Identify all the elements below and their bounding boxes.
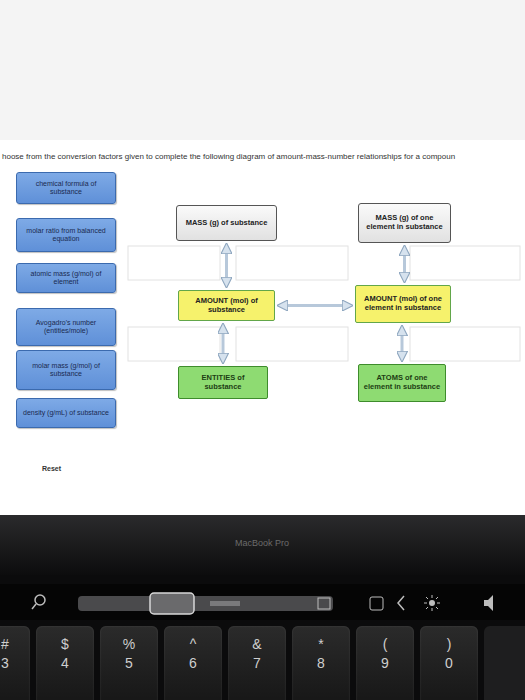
key-legend: ) — [447, 636, 452, 652]
box-text: ENTITIES of substance — [183, 374, 263, 391]
instruction-heading: hoose from the conversion factors given … — [2, 152, 455, 161]
double-arrow — [401, 327, 404, 360]
drop-zone — [236, 327, 348, 361]
drop-zones — [128, 246, 520, 361]
keyboard-key: %5 — [100, 626, 158, 700]
key-legend: 3 — [1, 655, 9, 671]
key-legend: 5 — [125, 655, 133, 671]
box-text: density (g/mL) of substance — [23, 409, 109, 417]
conversion-factor-tile: atomic mass (g/mol) of element — [16, 263, 116, 293]
key-legend: $ — [61, 636, 69, 652]
conversion-factor-tile: Avogadro's number (entities/mole) — [16, 308, 116, 346]
touch-bar-icons — [32, 593, 493, 614]
mass-box: MASS (g) of one element in substance — [358, 203, 451, 243]
mass-box: MASS (g) of substance — [176, 205, 277, 241]
drop-zone — [410, 327, 520, 361]
key-legend: 9 — [381, 655, 389, 671]
screen — [0, 0, 525, 515]
keyboard-key: *8 — [292, 626, 350, 700]
drop-zone — [128, 246, 220, 280]
box-text: Avogadro's number (entities/mole) — [21, 319, 111, 335]
slider-mark — [210, 601, 240, 606]
keyboard-key: #3 — [0, 626, 30, 700]
box-text: chemical formula of substance — [21, 180, 111, 196]
keyboard-key: $4 — [36, 626, 94, 700]
double-arrow — [279, 304, 351, 307]
box-text: ATOMS of one element in substance — [363, 374, 441, 391]
brightness-icon — [424, 595, 440, 611]
laptop-bezel — [0, 515, 525, 575]
chevron-icon — [398, 596, 404, 610]
search-icon — [32, 604, 36, 609]
key-legend: ( — [383, 636, 388, 652]
keyboard-key: (9 — [356, 626, 414, 700]
touch-bar — [0, 584, 525, 620]
box-text: AMOUNT (mol) of substance — [183, 297, 270, 314]
box-text: molar mass (g/mol) of substance — [21, 362, 111, 378]
double-arrow — [225, 245, 228, 286]
drop-zone — [128, 327, 220, 361]
key-legend: 7 — [253, 655, 261, 671]
touch-icon — [318, 598, 330, 609]
keyboard-key: ^6 — [164, 626, 222, 700]
conversion-factor-tile: molar mass (g/mol) of substance — [16, 350, 116, 390]
amount-box: AMOUNT (mol) of substance — [178, 290, 275, 321]
keyboard-key: &7 — [228, 626, 286, 700]
touch-slider — [78, 596, 333, 611]
double-arrow — [403, 247, 406, 281]
key-legend: # — [1, 636, 9, 652]
conversion-factor-tile: chemical formula of substance — [16, 172, 116, 204]
drop-zone — [236, 246, 348, 280]
box-text: AMOUNT (mol) of one element in substance — [360, 295, 446, 312]
conversion-factor-tile: density (g/mL) of substance — [16, 398, 116, 428]
double-arrow — [222, 325, 225, 362]
brightness-icon — [429, 600, 435, 606]
keyboard-key: )0 — [420, 626, 478, 700]
box-text: molar ratio from balanced equation — [21, 227, 111, 243]
slider-thumb — [150, 593, 194, 614]
conversion-factor-tile: molar ratio from balanced equation — [16, 218, 116, 252]
key-legend: 8 — [317, 655, 325, 671]
box-text: MASS (g) of substance — [186, 219, 268, 228]
key-legend: % — [123, 636, 135, 652]
key-legend: 4 — [61, 655, 69, 671]
touch-icon — [370, 597, 383, 610]
key-legend: & — [252, 636, 261, 652]
key-legend: 6 — [189, 655, 197, 671]
screen-header — [0, 0, 525, 140]
box-text: MASS (g) of one element in substance — [363, 214, 446, 231]
key-legend: 0 — [445, 655, 453, 671]
speaker-icon — [484, 595, 493, 611]
key-legend: * — [318, 636, 323, 652]
amount-box: AMOUNT (mol) of one element in substance — [355, 285, 451, 323]
key-legend: ^ — [190, 636, 197, 652]
keyboard-key — [484, 626, 525, 700]
laptop-brand: MacBook Pro — [235, 538, 289, 548]
drop-zone — [410, 246, 520, 280]
box-text: atomic mass (g/mol) of element — [21, 270, 111, 286]
search-icon — [35, 595, 45, 605]
reset-button: Reset — [42, 465, 61, 472]
count-box: ENTITIES of substance — [178, 366, 268, 399]
count-box: ATOMS of one element in substance — [358, 364, 446, 402]
